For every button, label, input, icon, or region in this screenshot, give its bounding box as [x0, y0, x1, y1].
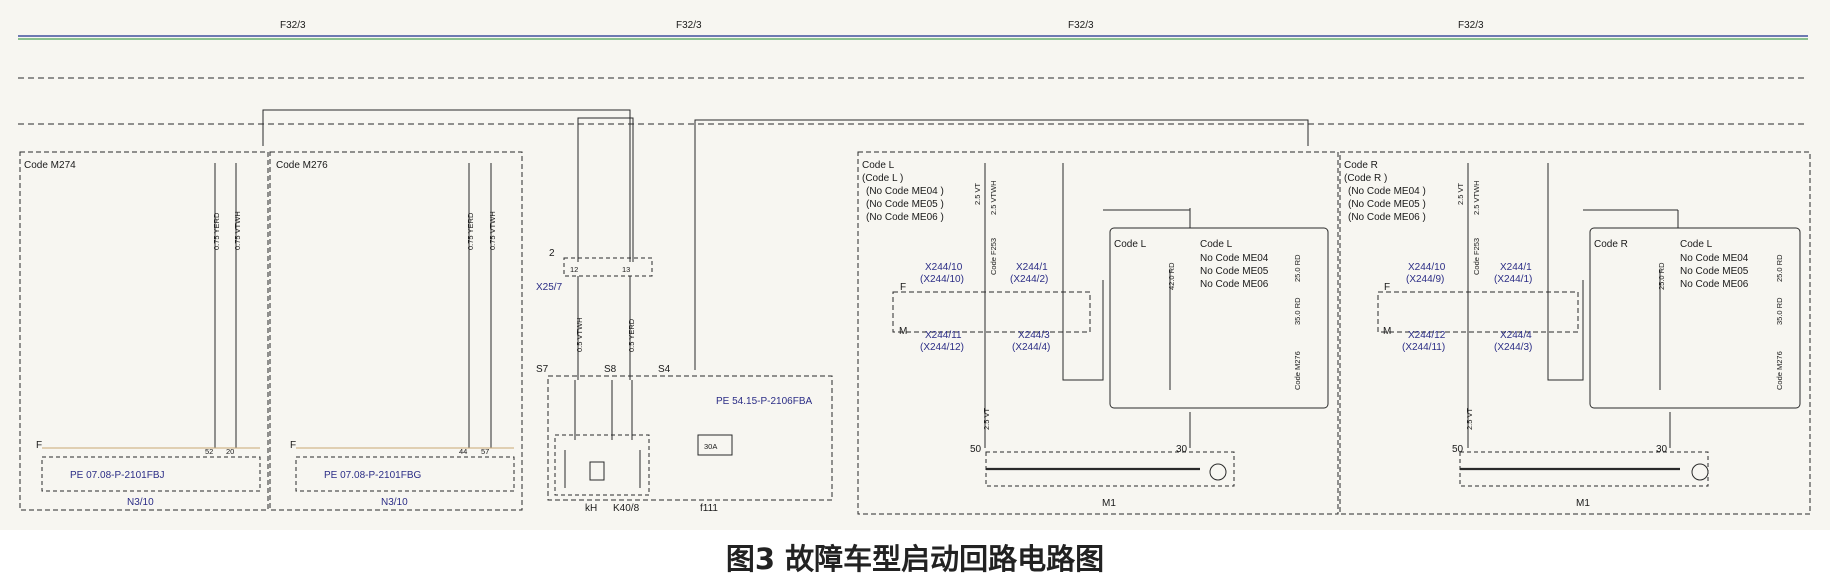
right-inner-excl-2: No Code ME05: [1680, 266, 1749, 277]
right-inner-wire1: 25.0 RD: [1657, 262, 1666, 290]
right-code: Code R: [1344, 160, 1378, 171]
left-x-d2: (X244/4): [1012, 342, 1050, 353]
module-m274-connector: PE 07.08-P-2101FBJ: [70, 470, 165, 481]
left-excl-3: (No Code ME06 ): [866, 212, 944, 223]
right-excl-3: (No Code ME06 ): [1348, 212, 1426, 223]
left-excl-2: (No Code ME05 ): [866, 199, 944, 210]
left-inner-code-m: Code M276: [1293, 351, 1302, 390]
left-wire-top2: 2.5 VTWH: [989, 180, 998, 215]
right-x-c: X244/12: [1408, 330, 1446, 341]
left-inner-wire1: 42.0 RD: [1167, 262, 1176, 290]
right-code2: (Code R ): [1344, 173, 1387, 184]
right-x-c2: (X244/11): [1402, 342, 1445, 353]
module-m274-pin-a: 52: [205, 447, 213, 456]
right-wire-top2: 2.5 VTWH: [1472, 180, 1481, 215]
left-inner-excl-3: No Code ME06: [1200, 279, 1269, 290]
x25-wire-b: 0.5 YERD: [627, 318, 636, 352]
bus-label-3: F32/3: [1068, 20, 1094, 31]
module-m276-wire-b: 0.75 VTWH: [488, 211, 497, 250]
right-motor: M1: [1576, 498, 1590, 509]
left-f: F: [900, 282, 906, 293]
left-wire-bottom: 2.5 VT: [982, 407, 991, 430]
relay-fuse: f111: [700, 503, 718, 514]
module-m274-pin-b: 20: [226, 447, 234, 456]
x25-pin-b: 13: [622, 265, 630, 274]
right-t50: 50: [1452, 444, 1464, 455]
left-x-a: X244/10: [925, 262, 963, 273]
right-m: M: [1383, 326, 1391, 337]
right-inner-excl-1: No Code ME04: [1680, 253, 1749, 264]
bus-label-4: F32/3: [1458, 20, 1484, 31]
right-wire-top: 2.5 VT: [1456, 182, 1465, 205]
relay-kh: kH: [585, 503, 597, 514]
relay-ref: PE 54.15-P-2106FBA: [716, 396, 812, 407]
left-inner-excl-1: No Code ME04: [1200, 253, 1269, 264]
figure-caption: 图3 故障车型启动回路电路图: [726, 542, 1104, 576]
left-inner-wire3: 35.0 RD: [1293, 297, 1302, 325]
right-x-b2: (X244/1): [1494, 274, 1532, 285]
relay-s8: S8: [604, 364, 617, 375]
left-x-b2: (X244/2): [1010, 274, 1048, 285]
relay-fuse-rating: 30A: [704, 442, 717, 451]
right-inner-code2: Code L: [1680, 239, 1713, 250]
left-inner-excl-2: No Code ME05: [1200, 266, 1269, 277]
module-m274-wire-a: 0.75 YERD: [212, 212, 221, 250]
right-inner-excl-3: No Code ME06: [1680, 279, 1749, 290]
left-t50: 50: [970, 444, 982, 455]
left-inner-code: Code L: [1114, 239, 1147, 250]
module-m274-code: Code M274: [24, 160, 76, 171]
module-m276-connector: PE 07.08-P-2101FBG: [324, 470, 421, 481]
relay-s7: S7: [536, 364, 549, 375]
right-code-f: Code F253: [1472, 238, 1481, 275]
module-m274-unit: N3/10: [127, 497, 154, 508]
right-x-d: X244/4: [1500, 330, 1532, 341]
bus-label-2: F32/3: [676, 20, 702, 31]
left-x-c2: (X244/12): [920, 342, 964, 353]
left-wire-top: 2.5 VT: [973, 182, 982, 205]
right-t30: 30: [1656, 444, 1668, 455]
module-m276-code: Code M276: [276, 160, 328, 171]
left-code-f: Code F253: [989, 238, 998, 275]
module-m274-wire-b: 0.75 VTWH: [233, 211, 242, 250]
left-code2: (Code L ): [862, 173, 903, 184]
diagram-background: [0, 0, 1830, 530]
right-inner-wire3: 35.0 RD: [1775, 297, 1784, 325]
right-inner-wire2: 25.0 RD: [1775, 254, 1784, 282]
module-m274-f: F: [36, 440, 42, 451]
x25-name: X25/7: [536, 282, 563, 293]
left-t30: 30: [1176, 444, 1188, 455]
module-m276-pin-a: 44: [459, 447, 467, 456]
left-code: Code L: [862, 160, 895, 171]
bus-label-1: F32/3: [280, 20, 306, 31]
relay-name: K40/8: [613, 503, 640, 514]
right-f: F: [1384, 282, 1390, 293]
left-inner-wire2: 25.0 RD: [1293, 254, 1302, 282]
right-excl-2: (No Code ME05 ): [1348, 199, 1426, 210]
left-x-c: X244/11: [925, 330, 962, 341]
right-inner-code: Code R: [1594, 239, 1628, 250]
right-x-d2: (X244/3): [1494, 342, 1532, 353]
right-x-a: X244/10: [1408, 262, 1446, 273]
module-m276-wire-a: 0.75 YERD: [466, 212, 475, 250]
module-m276-pin-b: 57: [481, 447, 489, 456]
right-x-b: X244/1: [1500, 262, 1532, 273]
x25-pin-a: 12: [570, 265, 578, 274]
module-m276-f: F: [290, 440, 296, 451]
left-m: M: [899, 326, 907, 337]
right-inner-code-m: Code M276: [1775, 351, 1784, 390]
left-motor: M1: [1102, 498, 1116, 509]
left-x-b: X244/1: [1016, 262, 1048, 273]
relay-s4: S4: [658, 364, 671, 375]
left-x-a2: (X244/10): [920, 274, 964, 285]
right-x-a2: (X244/9): [1406, 274, 1444, 285]
x25-number: 2: [549, 248, 555, 259]
right-excl-1: (No Code ME04 ): [1348, 186, 1426, 197]
right-wire-bottom: 2.5 VT: [1465, 407, 1474, 430]
left-x-d: X244/3: [1018, 330, 1050, 341]
x25-wire-a: 0.5 VTWH: [575, 317, 584, 352]
left-inner-code2: Code L: [1200, 239, 1233, 250]
module-m276-unit: N3/10: [381, 497, 408, 508]
left-excl-1: (No Code ME04 ): [866, 186, 944, 197]
